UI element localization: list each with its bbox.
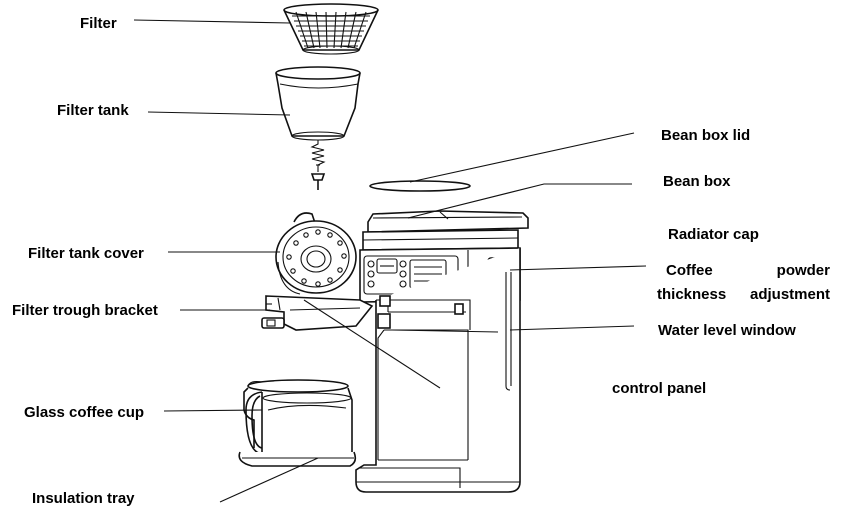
label-filter-tank: Filter tank (57, 102, 129, 119)
leader-glass-cup (163, 409, 263, 412)
label-radiator-cap: Radiator cap (668, 226, 759, 243)
label-water-level-window: Water level window (658, 322, 796, 339)
leader-diagonal (303, 299, 441, 389)
leader-coffee-powder (509, 265, 647, 271)
filter-trough-bracket-part (261, 295, 374, 331)
label-bean-box: Bean box (663, 173, 731, 190)
leader-lines (133, 19, 647, 503)
leader-control-panel (391, 329, 499, 333)
machine-body (355, 210, 529, 493)
label-coffee-powder-line1: Coffee powder (666, 262, 830, 280)
label-glass-coffee-cup: Glass coffee cup (24, 404, 145, 421)
leader-insulation-tray (219, 457, 319, 503)
label-filter-trough-bracket: Filter trough bracket (12, 302, 158, 319)
label-insulation-tray: Insulation tray (32, 490, 135, 507)
label-bean-box-lid: Bean box lid (661, 127, 751, 144)
label-coffee-powder-line2: thickness adjustment (657, 286, 830, 304)
filter-tank-cover-part (275, 212, 357, 295)
leader-bean-box (407, 183, 632, 219)
label-control-panel: control panel (612, 380, 707, 397)
label-coffee-powder-word-thickness: thickness (657, 286, 727, 303)
glass-coffee-cup-part (238, 379, 357, 467)
leader-filter (133, 19, 291, 24)
label-coffee-powder-word-coffee: Coffee (666, 262, 713, 279)
leader-filter-tank (147, 111, 291, 116)
label-filter-tank-cover: Filter tank cover (28, 245, 144, 262)
leader-water-level (509, 325, 635, 331)
filter-tank-part (275, 66, 361, 190)
label-coffee-powder-word-adjustment: adjustment (749, 286, 830, 303)
leader-bean-box-lid (409, 132, 635, 183)
bean-box-lid-part (369, 180, 471, 192)
filter-part (283, 3, 379, 55)
label-coffee-powder-word-powder: powder (776, 262, 830, 279)
label-filter: Filter (80, 15, 117, 32)
